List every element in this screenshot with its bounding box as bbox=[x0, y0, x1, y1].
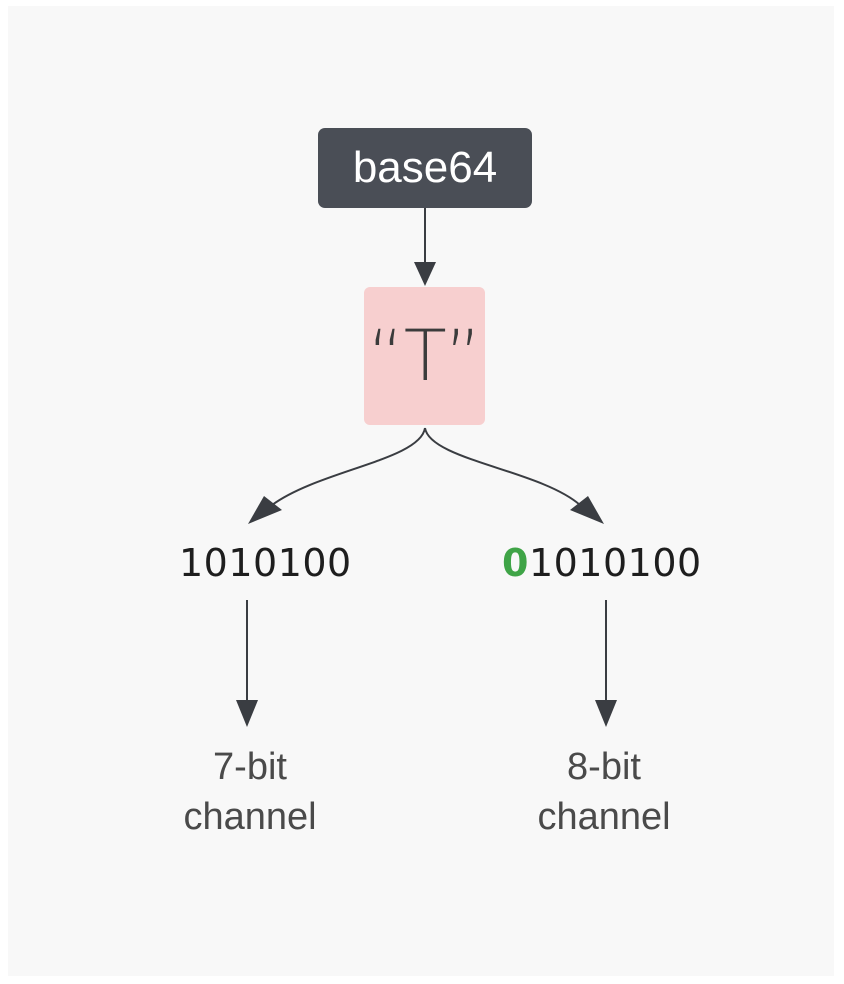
arrowhead-base64-to-char bbox=[414, 262, 436, 286]
seven-bit-digits: 1010100 bbox=[179, 541, 352, 585]
eight-bit-pad-digit: 0 bbox=[502, 541, 529, 585]
base64-node: base64 bbox=[318, 128, 532, 208]
character-label: “T” bbox=[367, 315, 482, 397]
seven-bit-channel: 7-bit channel bbox=[140, 742, 360, 842]
eight-bit-channel-line1: 8-bit bbox=[567, 746, 641, 788]
eight-bit-channel-line2: channel bbox=[537, 796, 671, 838]
seven-bit-channel-line2: channel bbox=[183, 796, 317, 838]
eight-bit-digits: 1010100 bbox=[528, 541, 702, 585]
arrowhead-char-to-7bit bbox=[248, 496, 282, 524]
arrowhead-7bit-to-channel bbox=[236, 700, 258, 727]
edge-char-to-8bit bbox=[424, 427, 581, 506]
eight-bit-value: 01010100 bbox=[494, 540, 706, 586]
seven-bit-value: 1010100 bbox=[171, 540, 357, 586]
character-node: “T” bbox=[364, 287, 485, 425]
arrowhead-8bit-to-channel bbox=[595, 700, 617, 727]
eight-bit-channel: 8-bit channel bbox=[494, 742, 714, 842]
seven-bit-channel-line1: 7-bit bbox=[213, 746, 287, 788]
base64-label: base64 bbox=[352, 143, 498, 192]
arrowhead-char-to-8bit bbox=[570, 496, 604, 524]
edge-char-to-7bit bbox=[271, 427, 426, 506]
